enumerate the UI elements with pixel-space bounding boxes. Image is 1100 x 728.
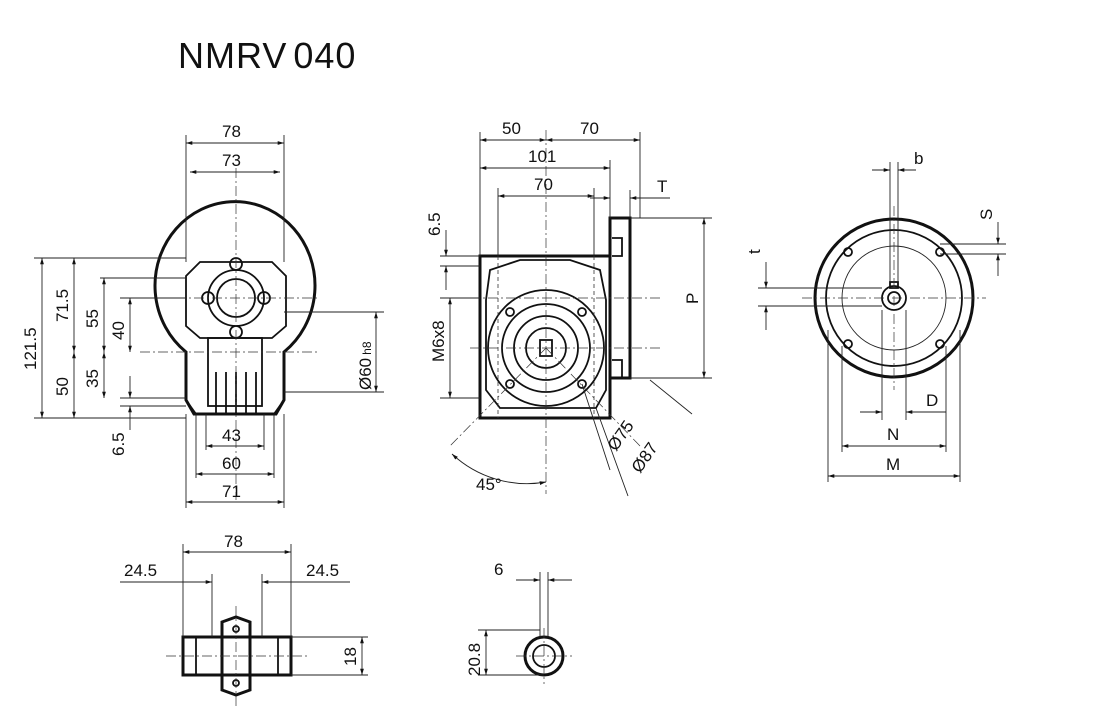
bore-view: 6 20.8 bbox=[465, 560, 572, 684]
dim-flange-D: D bbox=[926, 391, 938, 410]
dim-shaft-78: 78 bbox=[224, 532, 243, 551]
shaft-view: 78 24.5 24.5 18 bbox=[120, 532, 368, 706]
dim-side-75: Ø75 bbox=[604, 417, 638, 454]
dim-front-78: 78 bbox=[222, 122, 241, 141]
dim-front-40: 40 bbox=[109, 321, 128, 340]
dim-shaft-24-5-right: 24.5 bbox=[306, 561, 339, 580]
dim-side-101: 101 bbox=[528, 147, 556, 166]
dim-front-73: 73 bbox=[222, 151, 241, 170]
dim-side-angle: 45° bbox=[476, 475, 502, 494]
dim-side-50: 50 bbox=[502, 119, 521, 138]
dim-side-6-5: 6.5 bbox=[425, 212, 444, 236]
dim-front-spigot-fit: h8 bbox=[360, 341, 374, 355]
dim-flange-b: b bbox=[914, 149, 923, 168]
dim-flange-N: N bbox=[887, 425, 899, 444]
title-model: NMRV bbox=[178, 35, 287, 76]
dim-front-50: 50 bbox=[53, 377, 72, 396]
title-size: 040 bbox=[293, 35, 356, 76]
dim-side-P: P bbox=[683, 293, 702, 304]
dim-flange-t: t bbox=[745, 249, 764, 254]
flange-view: b S t D N M bbox=[745, 149, 1006, 482]
dim-shaft-24-5-left: 24.5 bbox=[124, 561, 157, 580]
dim-bore-20-8: 20.8 bbox=[465, 643, 484, 676]
dim-front-spigot: Ø60h8 bbox=[356, 341, 375, 390]
dim-shaft-18: 18 bbox=[341, 647, 360, 666]
front-view: 78 73 121.5 71.5 50 55 35 40 6.5 Ø60h8 bbox=[21, 122, 384, 508]
dim-side-70: 70 bbox=[534, 175, 553, 194]
dim-side-70-top: 70 bbox=[580, 119, 599, 138]
dim-bore-6: 6 bbox=[494, 560, 503, 579]
dim-front-6-5: 6.5 bbox=[109, 432, 128, 456]
dim-side-T: T bbox=[657, 177, 667, 196]
dim-front-35: 35 bbox=[83, 369, 102, 388]
dim-front-spigot-diameter: Ø60 bbox=[356, 358, 375, 390]
dim-front-71-5: 71.5 bbox=[53, 289, 72, 322]
dim-front-43: 43 bbox=[222, 426, 241, 445]
dim-front-121-5: 121.5 bbox=[21, 327, 40, 370]
dim-front-60: 60 bbox=[222, 454, 241, 473]
dim-front-71: 71 bbox=[222, 482, 241, 501]
dim-side-87: Ø87 bbox=[628, 439, 662, 476]
dim-flange-M: M bbox=[886, 455, 900, 474]
side-view: 50 70 101 70 T 6.5 M6x8 P Ø75 Ø87 bbox=[425, 119, 712, 497]
dim-front-55: 55 bbox=[83, 309, 102, 328]
dim-flange-S: S bbox=[977, 209, 996, 220]
dim-side-thread: M6x8 bbox=[429, 320, 448, 362]
